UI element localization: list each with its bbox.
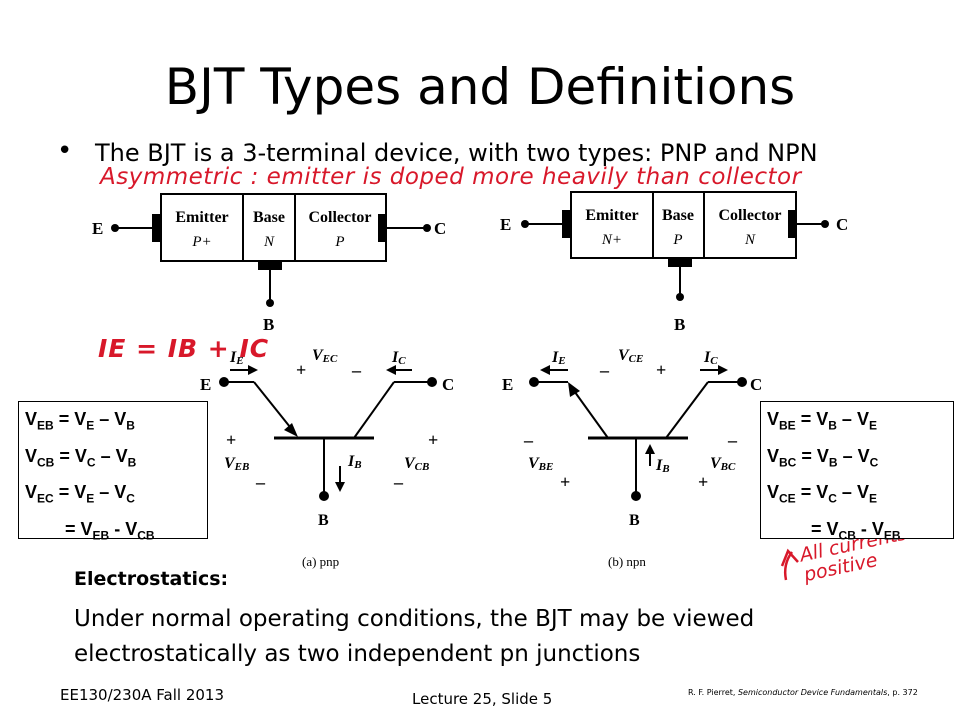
- npn-sym-vce: VCE: [618, 347, 643, 365]
- npn-sym-vbe: VBE: [528, 455, 553, 473]
- npn-sym-ib: IB: [655, 457, 670, 475]
- npn-sym-plus-right: +: [698, 472, 708, 492]
- pnp-sym-ie: IE: [229, 349, 244, 367]
- pnp-sym-vcb: VCB: [404, 455, 429, 473]
- pnp-sym-ic: IC: [391, 349, 406, 367]
- npn-terminal-c: C: [836, 215, 848, 234]
- npn-sym-e: E: [502, 375, 513, 394]
- npn-region-collector: Collector: [718, 207, 781, 224]
- pnp-sym-e: E: [200, 375, 211, 394]
- bullet-marker: •: [57, 136, 73, 166]
- pnp-terminal-b: B: [263, 315, 274, 334]
- npn-sym-plus-top: +: [656, 360, 666, 380]
- npn-terminal-b: B: [674, 315, 685, 334]
- pnp-region-collector: Collector: [308, 209, 371, 226]
- pnp-region-base-doping: N: [263, 234, 275, 250]
- npn-region-emitter: Emitter: [585, 207, 638, 224]
- pnp-caption: (a) pnp: [302, 554, 339, 569]
- bullet-text: The BJT is a 3-terminal device, with two…: [95, 139, 818, 167]
- equation-line: VBE = VB – VE: [767, 409, 877, 433]
- pnp-sym-veb: VEB: [224, 455, 249, 473]
- npn-symbol-labels: E C B IE IC IB VCE – + – VBE + – VBC + (…: [502, 347, 762, 569]
- footer-lecture: Lecture 25, Slide 5: [412, 690, 553, 708]
- npn-sym-vbc: VBC: [710, 455, 736, 473]
- npn-region-base-doping: P: [672, 232, 682, 248]
- pnp-sym-ib: IB: [347, 453, 362, 471]
- pnp-terminal-c: C: [434, 219, 446, 238]
- equation-line: VCB = VC – VB: [25, 445, 137, 470]
- pnp-sym-c: C: [442, 375, 454, 394]
- equation-line: = VCB - VEB: [811, 518, 901, 543]
- pnp-symbol-labels: E C B IE IC IB VEC + – + VEB – + VCB – (…: [200, 347, 454, 569]
- npn-sym-minus-right: –: [727, 430, 738, 450]
- pnp-symbol: [219, 365, 437, 501]
- handwritten-arrow: [780, 548, 799, 581]
- npn-terminal-e: E: [500, 215, 511, 234]
- npn-sym-plus-left: +: [560, 472, 570, 492]
- pnp-region-base: Base: [253, 209, 285, 226]
- handwritten-current-equation: IE = IB + IC: [98, 334, 270, 363]
- pnp-sym-b: B: [318, 512, 329, 529]
- pnp-sym-minus-right: –: [393, 472, 404, 492]
- npn-region-emitter-doping: N+: [601, 232, 622, 248]
- handwritten-asymmetric-note: Asymmetric : emitter is doped more heavi…: [100, 164, 802, 190]
- npn-caption: (b) npn: [608, 554, 646, 569]
- equation-line: VEB = VE – VB: [25, 409, 135, 433]
- npn-sym-minus-left: –: [523, 430, 534, 450]
- pnp-sym-minus-left: –: [255, 472, 266, 492]
- equation-box-npn: VBE = VB – VE VBC = VB – VC VCE = VC – V…: [760, 401, 954, 542]
- pnp-sym-minus-top: –: [351, 360, 362, 380]
- footer-course: EE130/230A Fall 2013: [60, 686, 225, 704]
- pnp-region-collector-doping: P: [334, 234, 344, 250]
- npn-region-collector-doping: N: [744, 232, 756, 248]
- pnp-sym-plus-left: +: [226, 430, 236, 450]
- pnp-region-emitter: Emitter: [175, 209, 228, 226]
- slide-title: BJT Types and Definitions: [164, 58, 796, 116]
- npn-sym-ic: IC: [703, 349, 718, 367]
- npn-symbol: [529, 365, 747, 501]
- npn-sym-ie: IE: [551, 349, 566, 367]
- pnp-region-emitter-doping: P+: [191, 234, 211, 250]
- equation-line: = VEB - VCB: [65, 518, 155, 543]
- equation-line: VBC = VB – VC: [767, 445, 879, 470]
- equation-line: VCE = VC – VE: [767, 482, 877, 506]
- npn-structure: E C B Emitter N+ Base P Collector N: [500, 191, 848, 334]
- footer-reference: R. F. Pierret, Semiconductor Device Fund…: [688, 688, 918, 697]
- pnp-sym-plus-top: +: [296, 360, 306, 380]
- equation-box-pnp: VEB = VE – VB VCB = VC – VB VEC = VE – V…: [18, 401, 208, 542]
- electrostatics-text: Under normal operating conditions, the B…: [74, 606, 755, 667]
- pnp-structure: E C B Emitter P+ Base N Collector P: [92, 193, 446, 334]
- npn-sym-minus-top: –: [599, 360, 610, 380]
- npn-sym-c: C: [750, 375, 762, 394]
- npn-sym-b: B: [629, 512, 640, 529]
- npn-region-base: Base: [662, 207, 694, 224]
- equation-line: VEC = VE – VC: [25, 482, 135, 506]
- pnp-sym-plus-right: +: [428, 430, 438, 450]
- electrostatics-label: Electrostatics:: [74, 568, 229, 590]
- pnp-sym-vec: VEC: [312, 347, 338, 365]
- pnp-terminal-e: E: [92, 219, 103, 238]
